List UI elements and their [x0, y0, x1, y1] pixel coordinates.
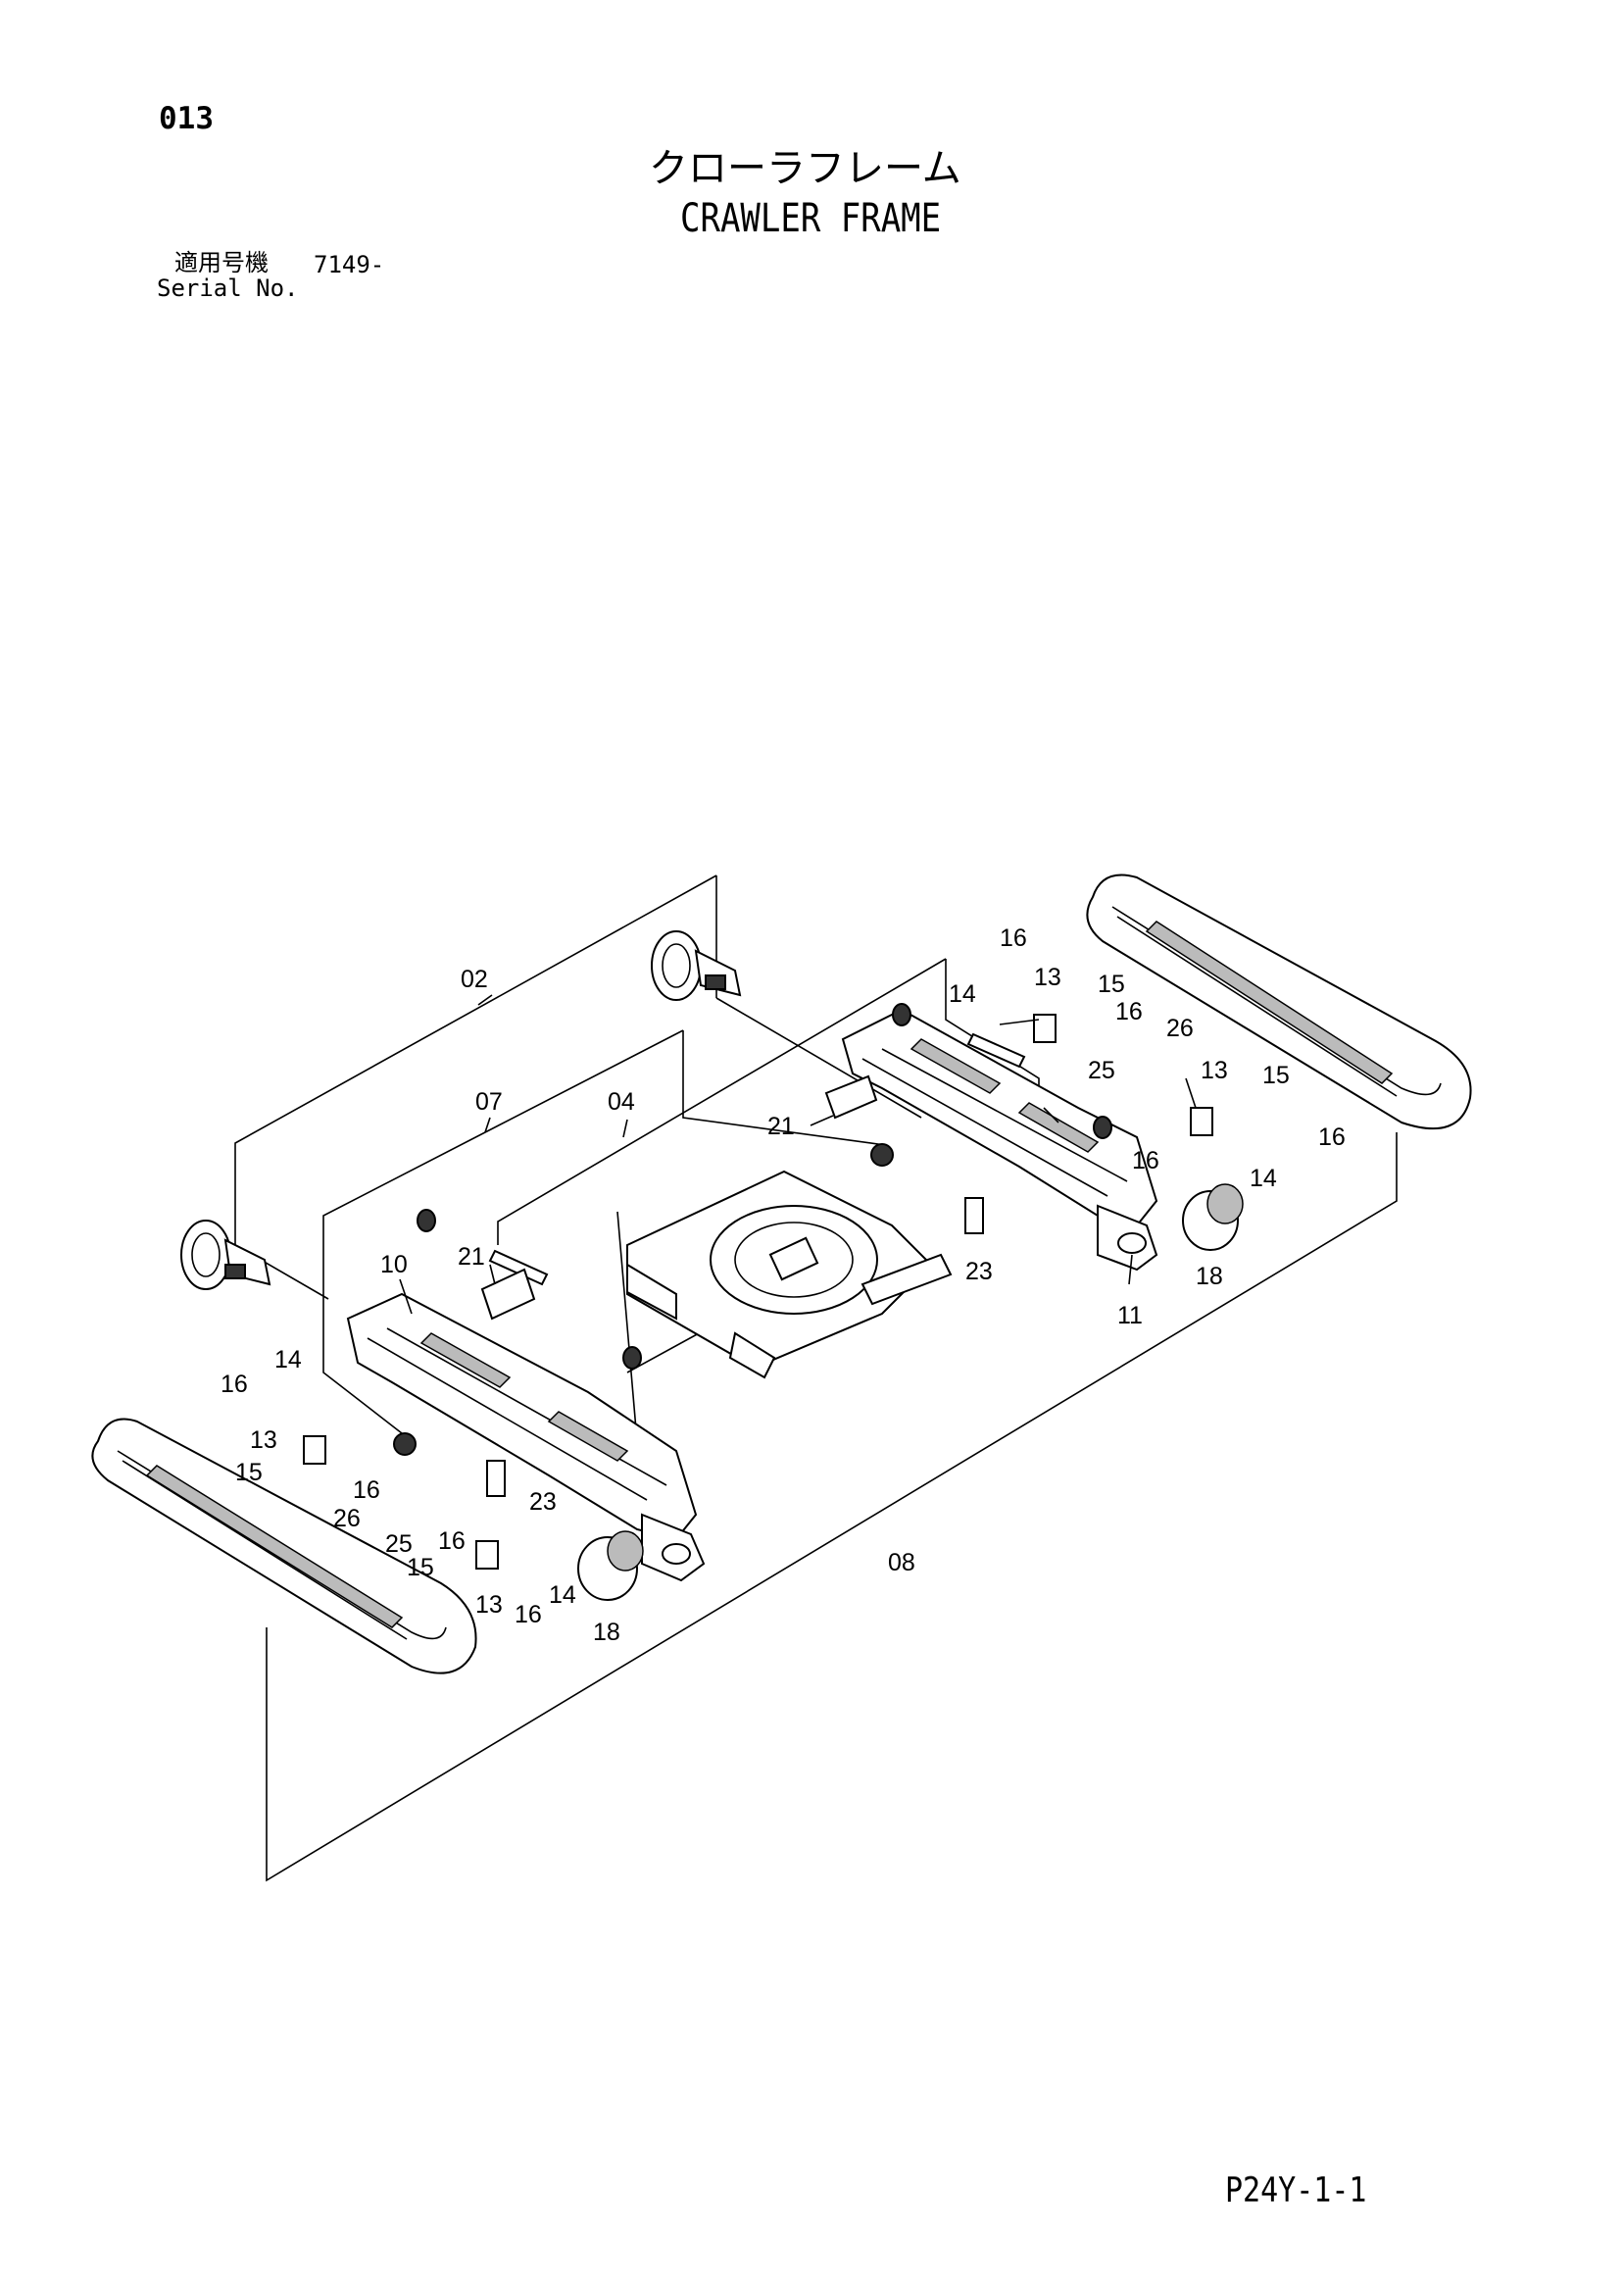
- callout-21-right: 21: [767, 1113, 795, 1140]
- callout-25-left: 25: [385, 1530, 413, 1558]
- callout-16-f: 16: [353, 1476, 380, 1504]
- callout-18-left: 18: [593, 1619, 620, 1646]
- center-frame: [626, 1170, 953, 1379]
- group-07-boundary: [322, 1029, 886, 1434]
- right-crawler-shoe: [1086, 873, 1472, 1130]
- callout-14-c: 14: [274, 1346, 302, 1373]
- idler-right: [651, 930, 742, 1001]
- callout-21-left: 21: [458, 1243, 485, 1271]
- leader-lines: [399, 994, 1197, 1315]
- callout-16-c: 16: [1132, 1147, 1159, 1174]
- serial-number-value: 7149-: [314, 251, 385, 278]
- callout-10: 10: [380, 1251, 408, 1278]
- callout-16-a: 16: [1000, 924, 1027, 952]
- callout-07: 07: [475, 1088, 503, 1116]
- callout-14-d: 14: [549, 1581, 576, 1609]
- serial-label-japanese: 適用号機: [174, 249, 269, 276]
- callout-15-c: 15: [235, 1459, 263, 1486]
- page-code: P24Y-1-1: [1225, 2171, 1367, 2211]
- callout-04: 04: [608, 1088, 635, 1116]
- callout-11: 11: [1117, 1302, 1143, 1329]
- callout-labels: 02 07 04 08 10 11 21 21 23 23 18 18 13 1…: [221, 924, 1346, 1646]
- left-track-frame: [346, 1249, 706, 1582]
- callout-08: 08: [888, 1549, 915, 1576]
- callout-23-left: 23: [529, 1488, 557, 1516]
- callout-26-left: 26: [333, 1505, 361, 1532]
- page-number: 013: [159, 101, 214, 136]
- callout-16-d: 16: [1318, 1123, 1346, 1151]
- callout-13-b: 13: [1201, 1057, 1228, 1084]
- callout-25-right: 25: [1088, 1057, 1115, 1084]
- small-parts: [303, 1003, 1213, 1570]
- callout-13-c: 13: [250, 1426, 277, 1454]
- title-english: CRAWLER FRAME: [680, 195, 942, 242]
- callout-14-a: 14: [949, 980, 976, 1008]
- title-japanese: クローラフレーム: [649, 146, 961, 191]
- travel-motor-right: [1182, 1183, 1244, 1251]
- right-track-frame: [841, 1008, 1158, 1272]
- callout-13-d: 13: [475, 1591, 503, 1619]
- callout-02: 02: [461, 966, 488, 993]
- callout-15-b: 15: [1262, 1062, 1290, 1089]
- callout-13-a: 13: [1034, 964, 1061, 991]
- callout-16-h: 16: [515, 1601, 542, 1628]
- callout-15-d: 15: [407, 1554, 434, 1581]
- callout-23-right: 23: [965, 1258, 993, 1285]
- callout-18-right: 18: [1196, 1263, 1223, 1290]
- callout-15-a: 15: [1098, 971, 1125, 998]
- callout-16-g: 16: [438, 1527, 466, 1555]
- callout-14-b: 14: [1250, 1165, 1277, 1192]
- travel-motor-left: [577, 1530, 644, 1601]
- callout-26-right: 26: [1166, 1015, 1194, 1042]
- idler-left: [180, 1220, 271, 1290]
- serial-label-english: Serial No.: [157, 275, 299, 302]
- callout-16-e: 16: [221, 1371, 248, 1398]
- left-crawler-shoe: [91, 1418, 477, 1674]
- callout-16-b: 16: [1115, 998, 1143, 1025]
